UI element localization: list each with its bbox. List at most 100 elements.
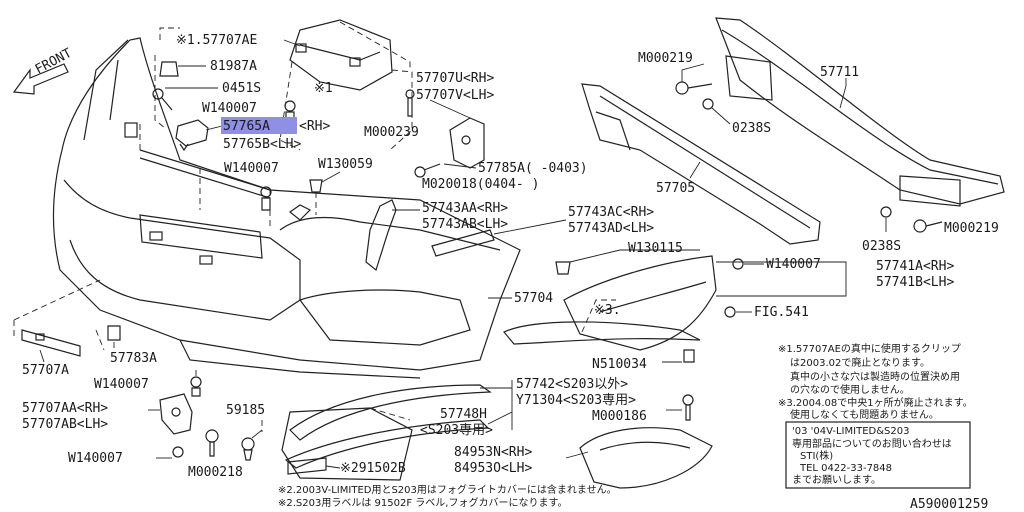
label-57707U[interactable]: 57707U<RH>: [416, 71, 494, 86]
label-N510034[interactable]: N510034: [592, 357, 647, 372]
label-0451S[interactable]: 0451S: [222, 81, 261, 96]
bracket-57707AE: [289, 19, 393, 91]
label-M000219-b[interactable]: M000219: [944, 221, 999, 236]
note-line-5: ※3.2004.08で中央1ヶ所が廃止されます。: [778, 396, 973, 409]
bolt-W140007-b: [260, 186, 272, 211]
fog-cover-left: [281, 407, 413, 481]
notes-right: ※1.57707AEの真中に使用するクリップ は2003.02で廃止となります。…: [778, 342, 973, 421]
bolt-M000186: [682, 394, 694, 421]
label-W140007-c[interactable]: W140007: [766, 257, 821, 272]
label-81987A[interactable]: 81987A: [210, 59, 257, 74]
label-57707AB[interactable]: 57707AB<LH>: [22, 417, 108, 432]
label-57743AB[interactable]: 57743AB<LH>: [422, 217, 508, 232]
label-W130115[interactable]: W130115: [628, 241, 683, 256]
note-line-1: ※1.57707AEの真中に使用するクリップ: [778, 342, 961, 355]
label-0238S-b[interactable]: 0238S: [862, 239, 901, 254]
label-M000239[interactable]: M000239: [364, 125, 419, 140]
part-labels: ※1.57707AE 81987A 0451S W140007 57765A <…: [22, 33, 999, 480]
bracket-57707A: [21, 329, 81, 357]
box-note-2: 専用部品についてのお問い合わせは: [792, 437, 952, 450]
label-57743AC[interactable]: 57743AC<RH>: [568, 205, 654, 220]
label-59185[interactable]: 59185: [226, 403, 265, 418]
clip-W140007-c: [732, 258, 744, 270]
front-arrow-icon: [12, 63, 69, 95]
note-line-4: の穴なので使用しません。: [790, 383, 910, 396]
bumper-face-57704: [52, 37, 521, 379]
label-57785A[interactable]: 57785A( -0403): [478, 161, 588, 176]
label-M000219-a[interactable]: M000219: [638, 51, 693, 66]
label-0238S-a[interactable]: 0238S: [732, 121, 771, 136]
trim-57743AC: [431, 229, 495, 257]
label-57707AE[interactable]: ※1.57707AE: [176, 33, 257, 48]
label-84953O[interactable]: 84953O<LH>: [454, 461, 532, 476]
label-note1-marker: ※1: [314, 81, 333, 96]
clip-57783A: [107, 325, 121, 341]
label-W140007-e[interactable]: W140007: [68, 451, 123, 466]
label-57743AD[interactable]: 57743AD<LH>: [568, 221, 654, 236]
label-57765B[interactable]: 57765B<LH>: [223, 137, 301, 152]
label-57765A-rh: <RH>: [299, 119, 330, 134]
label-M000186[interactable]: M000186: [592, 409, 647, 424]
sti-note-box: [785, 421, 971, 489]
bottom-notes: ※2.2003V-LIMITED用とS203用はフォグライトカバーには含まれませ…: [278, 483, 617, 509]
screw-57785A: [414, 163, 441, 178]
label-FIG541[interactable]: FIG.541: [754, 305, 809, 320]
reinforcement-57711: [715, 17, 1005, 207]
bolt-W140007-d: [190, 376, 202, 397]
clip-N510034: [683, 349, 695, 363]
label-W130059[interactable]: W130059: [318, 157, 373, 172]
label-84953N[interactable]: 84953N<RH>: [454, 445, 532, 460]
label-M000218[interactable]: M000218: [188, 465, 243, 480]
label-57741A[interactable]: 57741A<RH>: [876, 259, 954, 274]
bottom-note-2: ※2.S203用ラベルは 91502F ラベル,フォグカバーになります。: [278, 496, 567, 509]
connector-57765A: [175, 119, 209, 152]
sti-note: '03 '04V-LIMITED&S203 専用部品についてのお問い合わせは S…: [792, 426, 952, 486]
note-line-6: 使用しなくても問題ありません。: [790, 408, 939, 421]
clip-FIG541: [724, 306, 736, 318]
clip-59185: [241, 437, 255, 461]
label-W140007-d[interactable]: W140007: [94, 377, 149, 392]
label-57741B[interactable]: 57741B<LH>: [876, 275, 954, 290]
front-label: FRONT: [33, 46, 75, 78]
label-57705[interactable]: 57705: [656, 181, 695, 196]
absorber-57705: [581, 83, 821, 245]
trim-57743AA: [365, 199, 397, 272]
box-note-4: TEL 0422-33-7848: [799, 463, 892, 474]
label-57748H[interactable]: 57748H: [440, 407, 487, 422]
side-cover-57741A: [563, 255, 717, 351]
note-line-3: 真中の小さな穴は製造時の位置決め用: [790, 370, 960, 383]
bolt-M000219-a: [675, 81, 713, 95]
label-Y71304[interactable]: Y71304<S203専用>: [516, 393, 636, 408]
clip-W130115: [555, 261, 571, 275]
nut-0238S-a: [702, 98, 714, 110]
label-57707A[interactable]: 57707A: [22, 363, 69, 378]
clip-81987A: [159, 61, 179, 77]
highlight-57765A: [221, 117, 297, 134]
label-57711[interactable]: 57711: [820, 65, 859, 80]
screw-0451S: [152, 88, 173, 111]
label-W140007-a[interactable]: W140007: [202, 101, 257, 116]
bottom-note-1: ※2.2003V-LIMITED用とS203用はフォグライトカバーには含まれませ…: [278, 483, 617, 496]
label-57704[interactable]: 57704: [514, 291, 553, 306]
box-note-3: STI(株): [800, 449, 833, 462]
note-line-2: は2003.02で廃止となります。: [790, 356, 930, 369]
box-note-5: までお願いします。: [792, 474, 881, 486]
label-note3-marker: ※3.: [594, 303, 621, 318]
label-W140007-b[interactable]: W140007: [224, 161, 279, 176]
label-57765A[interactable]: 57765A: [223, 119, 270, 134]
box-note-1: '03 '04V-LIMITED&S203: [792, 426, 909, 437]
bracket-57707AA: [159, 393, 193, 435]
label-57783A[interactable]: 57783A: [110, 351, 157, 366]
diagram-id: A590001259: [910, 497, 988, 512]
fog-cover-right: [579, 427, 713, 489]
bolt-M000219-b: [913, 219, 943, 233]
label-291502B[interactable]: ※291502B: [340, 461, 406, 476]
label-M020018[interactable]: M020018(0404- ): [422, 177, 539, 192]
label-57742[interactable]: 57742<S203以外>: [516, 377, 628, 392]
label-57707V[interactable]: 57707V<LH>: [416, 88, 494, 103]
label-57743AA[interactable]: 57743AA<RH>: [422, 201, 508, 216]
label-57707AA[interactable]: 57707AA<RH>: [22, 401, 108, 416]
lower-lip-57742: [284, 384, 492, 469]
s203-label: [287, 457, 327, 475]
